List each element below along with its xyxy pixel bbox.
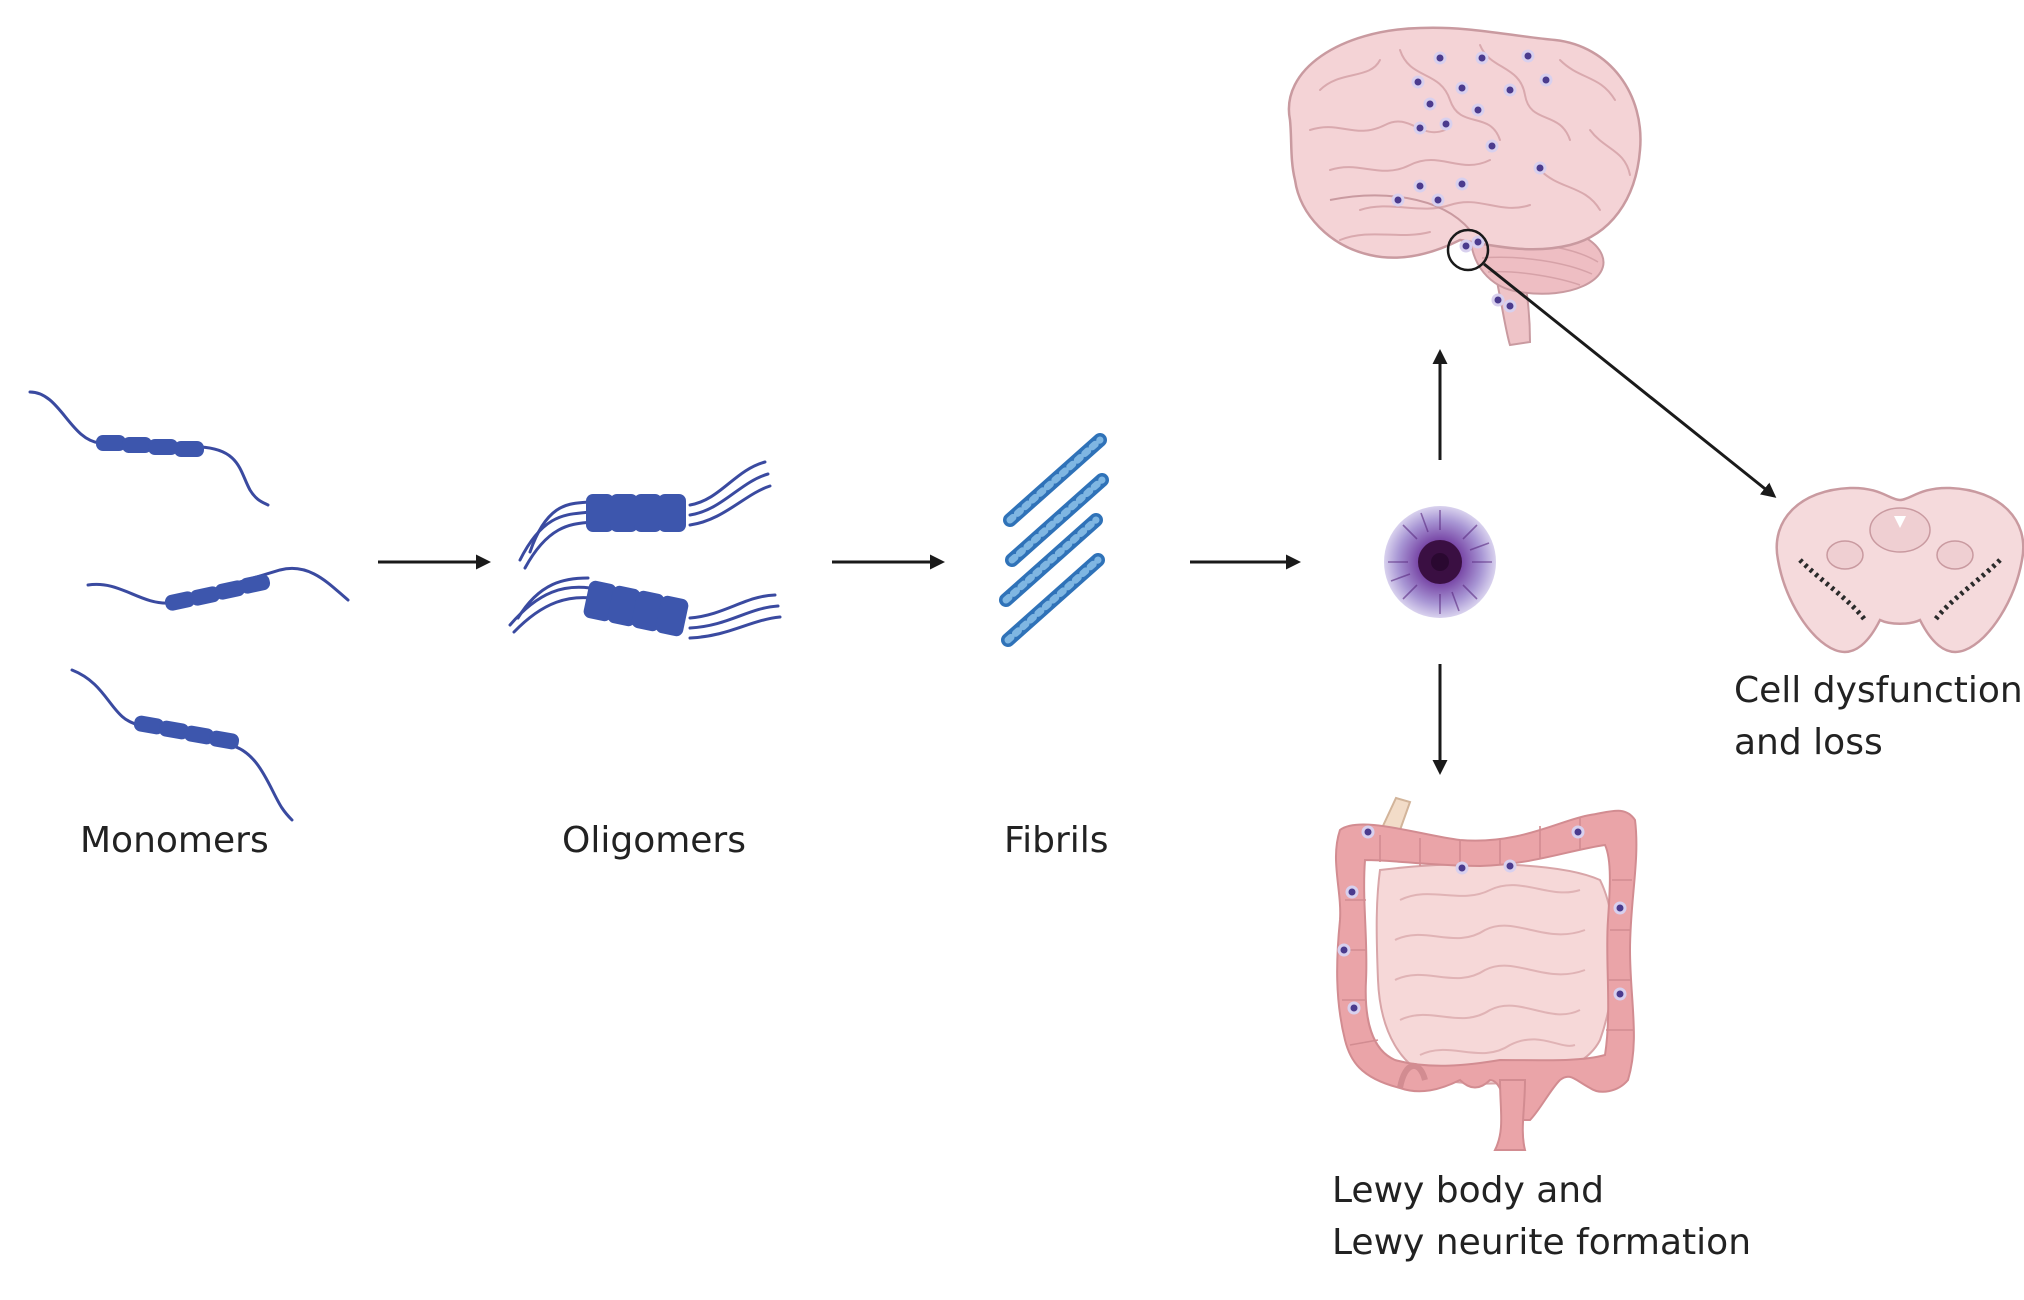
monomer-chain-icon xyxy=(28,390,350,822)
cell-dysfunction-label-line1: Cell dysfunction xyxy=(1734,670,2023,711)
cell-dysfunction-label-line2: and loss xyxy=(1734,722,1883,763)
lewy-body-icon xyxy=(1384,506,1496,618)
lewy-formation-label-line2: Lewy neurite formation xyxy=(1332,1222,1751,1263)
brain-icon xyxy=(1287,26,1642,347)
monomers-label: Monomers xyxy=(80,820,269,861)
fibril-stack-icon xyxy=(999,433,1109,647)
arrow-brain-to-brainstem xyxy=(1483,262,1777,498)
oligomer-icon xyxy=(508,460,782,640)
fibrils-label: Fibrils xyxy=(1004,820,1109,861)
lewy-formation-label-line1: Lewy body and xyxy=(1332,1170,1604,1211)
brainstem-section-icon xyxy=(1775,486,2024,653)
intestine-icon xyxy=(1334,796,1638,1151)
oligomers-label: Oligomers xyxy=(562,820,746,861)
